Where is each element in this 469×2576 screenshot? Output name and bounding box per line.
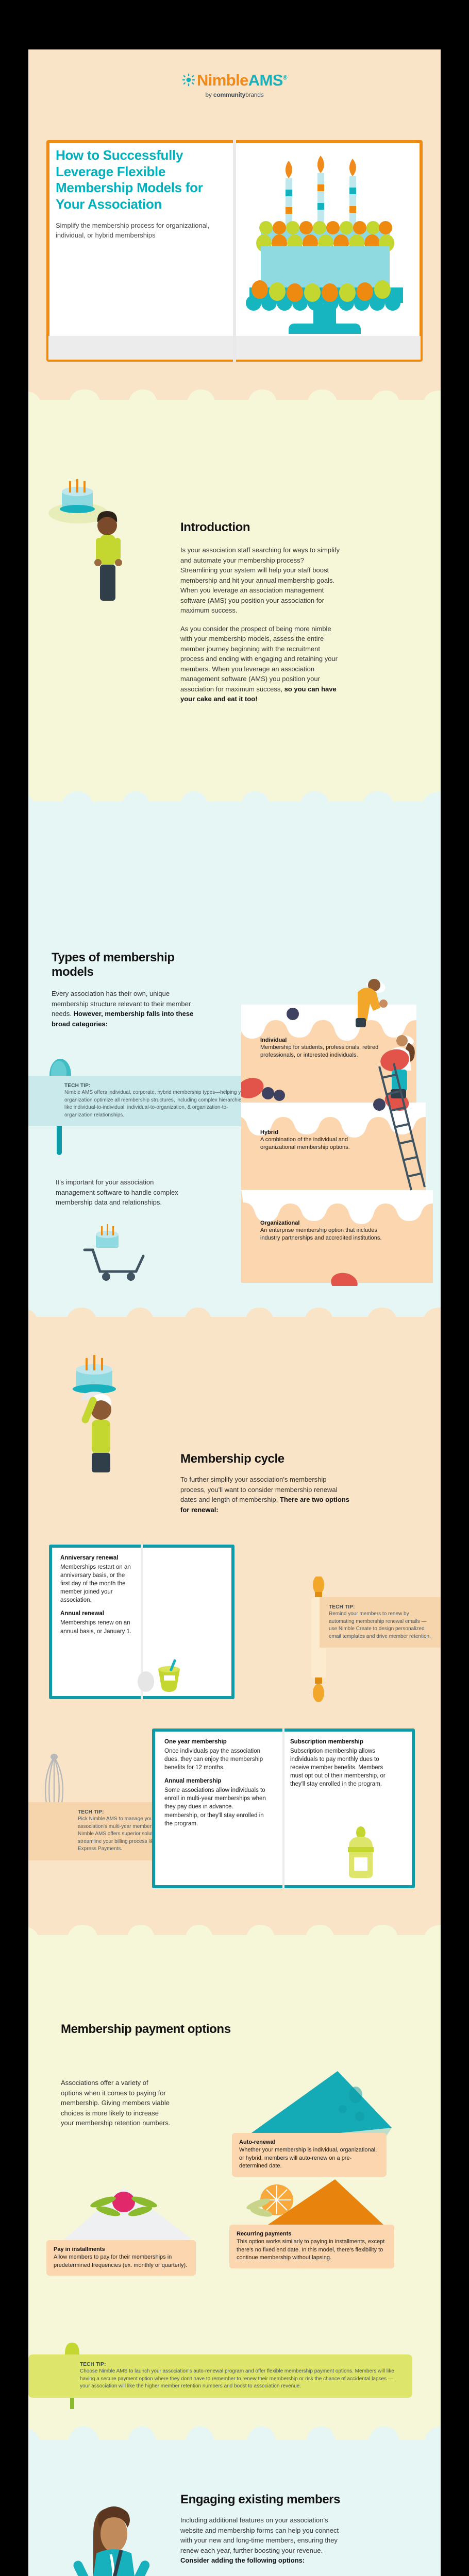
engage-lead: Including additional features on your as… — [180, 2515, 350, 2566]
types-title: Types of membership models — [52, 951, 175, 979]
logo-byline-community: community — [213, 91, 246, 99]
length-body: Once individuals pay the association due… — [164, 1748, 263, 1771]
payments-title: Membership payment options — [61, 2022, 231, 2036]
sun-icon — [182, 73, 195, 89]
length-title: One year membership — [164, 1739, 227, 1745]
card-title: Individual — [260, 1037, 287, 1043]
page-subtitle: Simplify the membership process for orga… — [56, 221, 210, 239]
membership-length-book: One year membership Once individuals pay… — [152, 1728, 415, 1888]
hero-text-block: How to Successfully Leverage Flexible Me… — [56, 147, 226, 241]
payments-tech-tip: TECH TIP: Choose Nimble AMS to launch yo… — [28, 2354, 412, 2398]
tech-tip-body: Remind your members to renew by automati… — [329, 1611, 431, 1639]
book-spine — [233, 140, 236, 362]
logo-ams-text: AMS — [248, 71, 283, 89]
payment-card-installments: Pay in installments Allow members to pay… — [46, 2240, 196, 2276]
card-title: Auto-renewal — [239, 2139, 275, 2145]
tech-tip-body: Choose Nimble AMS to launch your associa… — [80, 2368, 394, 2389]
engage-lead-bold: Consider adding the following options: — [180, 2556, 305, 2564]
brand-logo: NimbleAMS® by communitybrands — [0, 72, 469, 98]
tech-tip-label: TECH TIP: — [329, 1604, 355, 1610]
mixing-bowl-icon — [138, 1659, 180, 1692]
card-body: This option works similarly to paying in… — [237, 2239, 385, 2261]
payment-card-auto-renewal: Auto-renewal Whether your membership is … — [232, 2133, 387, 2177]
types-lead-light: Every association has their own, unique … — [52, 990, 191, 1018]
card-body: Whether your membership is individual, o… — [239, 2147, 377, 2170]
tech-tip-body: Pick Nimble AMS to manage your associati… — [78, 1816, 168, 1852]
payments-heading-block: Membership payment options — [61, 2022, 391, 2037]
cycle-tech-tip-1: TECH TIP: Remind your members to renew b… — [320, 1597, 441, 1648]
payment-card-recurring: Recurring payments This option works sim… — [229, 2225, 394, 2268]
shopping-cart-with-cake-illustration — [83, 1224, 145, 1281]
intro-paragraph-2-lead: As you consider the prospect of being mo… — [180, 624, 338, 693]
mini-book-spine — [141, 1545, 143, 1699]
renewal-body: Memberships renew on an annual basis, or… — [60, 1620, 132, 1635]
card-title: Recurring payments — [237, 2231, 292, 2237]
card-title: Hybrid — [260, 1129, 278, 1136]
types-lead-bold: However, membership falls into these bro… — [52, 1010, 194, 1028]
types-closing-text: It's important for your association mana… — [56, 1178, 178, 1206]
intro-paragraph-1: Is your association staff searching for … — [180, 546, 340, 614]
membership-length-left-column: One year membership Once individuals pay… — [164, 1739, 267, 1828]
renewal-options-column: Anniversary renewal Memberships restart … — [60, 1555, 132, 1636]
payments-lead: Associations offer a variety of options … — [61, 2079, 171, 2127]
intro-paragraph-2-emphasis: so you can have your cake and eat it too… — [180, 685, 337, 703]
membership-type-card-individual: Individual Membership for students, prof… — [260, 1037, 381, 1060]
mini-book-spine — [282, 1728, 284, 1888]
types-lead: Every association has their own, unique … — [52, 989, 206, 1029]
membership-type-card-hybrid: Hybrid A combination of the individual a… — [260, 1129, 376, 1152]
cycle-lead-light: To further simplify your association's m… — [180, 1476, 338, 1503]
length-body: Some associations allow individuals to e… — [164, 1787, 266, 1827]
page-title: How to Successfully Leverage Flexible Me… — [56, 147, 203, 212]
engage-title: Engaging existing members — [180, 2493, 341, 2506]
logo-registered-mark: ® — [282, 74, 288, 81]
tech-tip-label: TECH TIP: — [80, 2362, 106, 2367]
tech-tip-label: TECH TIP: — [78, 1809, 104, 1815]
logo-nimble-text: Nimble — [196, 71, 248, 89]
logo-byline-brands: brands — [245, 91, 264, 99]
renewal-options-book: Anniversary renewal Memberships restart … — [49, 1545, 234, 1699]
membership-length-right-column: Subscription membership Subscription mem… — [290, 1739, 396, 1788]
types-tech-tip-body: Nimble AMS offers individual, corporate,… — [64, 1090, 248, 1118]
intro-text-block: Introduction Is your association staff s… — [180, 520, 340, 704]
renewal-title: Anniversary renewal — [60, 1555, 119, 1561]
white-cake-slice-icon — [51, 2188, 192, 2251]
card-body: An enterprise membership option that inc… — [260, 1227, 382, 1242]
cycle-heading-block: Membership cycle To further simplify you… — [180, 1452, 350, 1515]
types-tech-tip-label: TECH TIP: — [64, 1083, 91, 1089]
types-heading-block: Types of membership models Every associa… — [52, 951, 206, 1029]
cycle-lead: To further simplify your association's m… — [180, 1475, 350, 1515]
renewal-body: Memberships restart on an anniversary ba… — [60, 1564, 131, 1604]
engage-lead-light: Including additional features on your as… — [180, 2516, 339, 2554]
logo-byline: by communitybrands — [0, 91, 469, 98]
baker-holding-cake-illustration — [73, 1355, 116, 1472]
types-tech-tip: TECH TIP: Nimble AMS offers individual, … — [28, 1076, 260, 1126]
card-title: Pay in installments — [54, 2246, 105, 2252]
sugar-shaker-icon — [348, 1826, 374, 1878]
cycle-title: Membership cycle — [180, 1452, 284, 1466]
card-body: Allow members to pay for their membershi… — [54, 2254, 188, 2268]
length-title: Subscription membership — [290, 1739, 363, 1745]
membership-type-card-organizational: Organizational An enterprise membership … — [260, 1220, 384, 1243]
birthday-cake-icon — [246, 156, 403, 334]
card-body: Membership for students, professionals, … — [260, 1044, 379, 1059]
engage-heading-block: Engaging existing members Including addi… — [180, 2493, 350, 2566]
intro-title: Introduction — [180, 520, 250, 534]
tiered-cake-illustration — [241, 979, 433, 1293]
cycle-lead-bold: There are two options for renewal: — [180, 1496, 350, 1514]
intro-band — [28, 400, 441, 802]
length-title: Annual membership — [164, 1778, 222, 1785]
hero-book-illustration: How to Successfully Leverage Flexible Me… — [46, 140, 423, 362]
intro-paragraph-2: As you consider the prospect of being mo… — [180, 624, 340, 704]
teal-cake-slice-icon — [237, 2071, 392, 2152]
card-title: Organizational — [260, 1220, 300, 1226]
length-body: Subscription membership allows individua… — [290, 1748, 386, 1788]
renewal-title: Annual renewal — [60, 1611, 104, 1617]
baker-mixing-illustration — [73, 2506, 150, 2576]
logo-byline-by: by — [205, 91, 213, 99]
chef-with-cake-illustration — [48, 479, 122, 601]
card-body: A combination of the individual and orga… — [260, 1137, 350, 1151]
